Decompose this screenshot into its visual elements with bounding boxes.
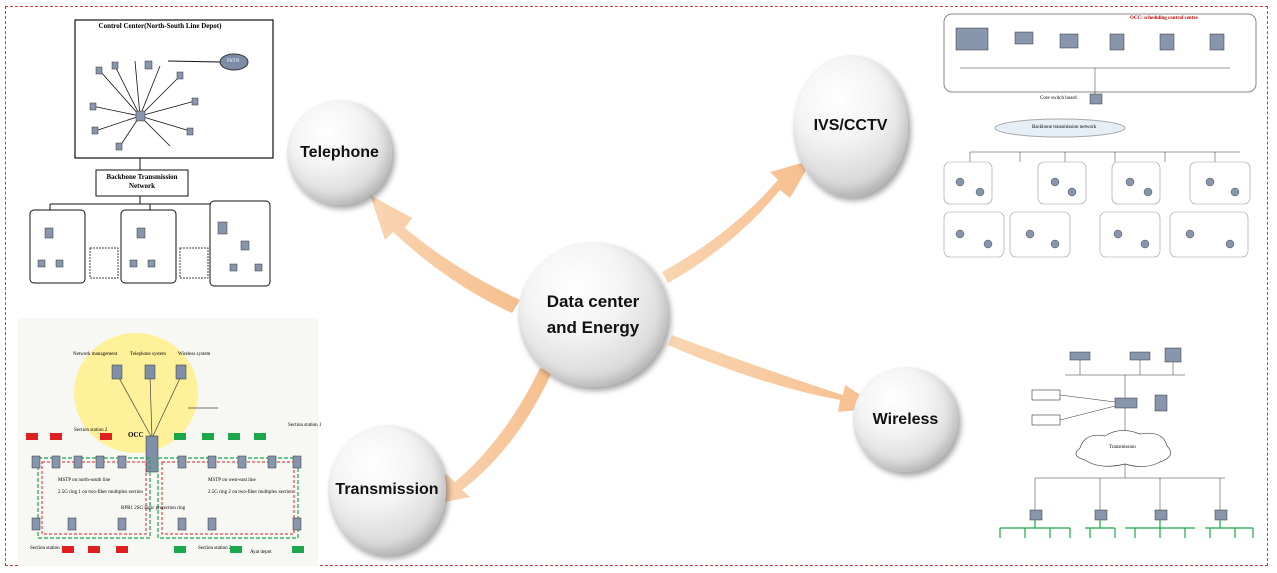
rpr-label: RPR1 2SG logic protection ring: [121, 506, 186, 511]
wireless-transmission-label: Transmission: [1109, 445, 1136, 450]
arrow-ivs-cctv: [662, 160, 812, 283]
transmission-label: Transmission: [335, 481, 439, 498]
diagram-frame: [5, 6, 1268, 566]
telephone-backbone-label: Backbone Transmission Network: [106, 173, 178, 190]
ayat-depot-label: Ayat depot: [250, 550, 272, 555]
station-tag: [202, 433, 214, 440]
cctv-backbone-label: Backbone transmission network: [1032, 125, 1097, 130]
center-label-line2: and Energy: [546, 317, 640, 337]
station-tag: [88, 546, 100, 553]
transmission-network-diagram: Network management Telephone system Wire…: [18, 318, 322, 566]
station-tag: [228, 433, 240, 440]
transmission-node: Transmission: [328, 425, 446, 555]
wireless-node: Wireless: [853, 367, 958, 472]
station-tag: [230, 546, 242, 553]
station-tag: [174, 433, 186, 440]
telephone-node: Telephone: [287, 100, 392, 205]
station-tag: [254, 433, 266, 440]
section-station-2-label: Section station 2: [74, 428, 108, 433]
section-station-1-right-label: Section station 1: [288, 423, 322, 428]
ring-ns-label: 2.5G ring 1 on two-fiber multiplex secti…: [58, 490, 143, 495]
arrow-transmission: [430, 368, 552, 505]
station-tag: [50, 433, 62, 440]
arrow-telephone: [370, 195, 520, 313]
arrow-wireless: [668, 335, 880, 412]
station-tag: [116, 546, 128, 553]
wireless-system-label: Wireless system: [178, 352, 211, 357]
cctv-title-label: OCC: scheduling control centre: [1130, 16, 1198, 21]
cctv-network-diagram: OCC: scheduling control centre Core swit…: [940, 12, 1258, 267]
station-tag: [174, 546, 186, 553]
core-switch-label: Core switch board: [1040, 96, 1077, 101]
station-tag: [62, 546, 74, 553]
center-label-line1: Data center: [546, 291, 640, 311]
wireless-label: Wireless: [872, 410, 939, 428]
telephone-control-center-label: Control Center(North-South Line Depot): [98, 22, 222, 30]
network-management-label: Network management: [73, 352, 118, 357]
ring-ew-label: 2.5G ring 2 on two-fiber multiplex secti…: [208, 490, 293, 495]
mstp-ew-label: MSTP on west-east line: [208, 478, 256, 483]
section-station-2-bottom-label: Section station 2: [198, 546, 232, 551]
wireless-network-diagram: Transmission: [985, 340, 1257, 562]
pstn-label: PSTN: [227, 59, 240, 64]
occ-label: OCC: [128, 431, 144, 439]
center-node: Data center and Energy: [518, 242, 668, 387]
station-tag: [100, 433, 112, 440]
station-tag: [26, 433, 38, 440]
telephone-network-diagram: Control Center(North-South Line Depot) P…: [20, 16, 280, 288]
station-tag: [292, 546, 304, 553]
ivs-cctv-label: IVS/CCTV: [813, 117, 888, 134]
telephone-label: Telephone: [300, 143, 379, 161]
section-station-1-left-label: Section station 1: [30, 546, 64, 551]
telephone-system-label: Telephone system: [130, 352, 166, 357]
ivs-cctv-node: IVS/CCTV: [793, 55, 908, 197]
mstp-ns-label: MSTP on north-south line: [58, 478, 111, 483]
